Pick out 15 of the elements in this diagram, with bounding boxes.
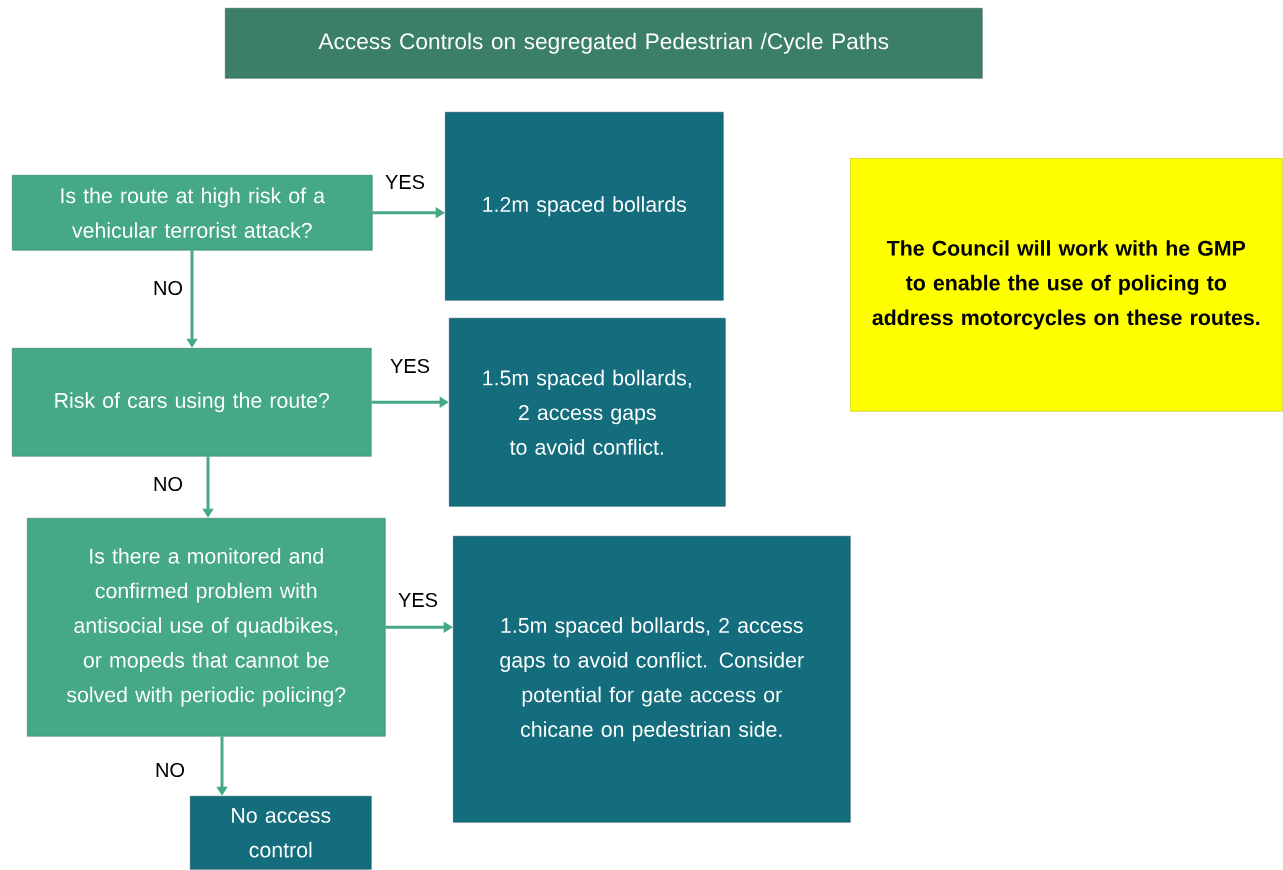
outcome-box: 1.2m spaced bollards	[445, 112, 724, 301]
title-box: Access Controls on segregated Pedestrian /Cycle Paths	[225, 8, 983, 79]
edge-label: NO	[151, 279, 185, 297]
edge-label: YES	[383, 173, 427, 191]
decision-box: Is there a monitored and confirmed problem with antisocial use of quadbikes, or mopeds that cannot be solved with periodic policing?	[27, 518, 386, 737]
edge-label: YES	[388, 357, 432, 375]
outcome-box: 1.5m spaced bollards, 2 access gaps to avoid conflict. Consider potential for gate access or chicane on pedestrian side.	[453, 536, 851, 823]
decision-box: Is the route at high risk of a vehicular terrorist attack?	[12, 175, 373, 251]
edge-label: NO	[151, 475, 185, 493]
decision-box: Risk of cars using the route?	[12, 348, 372, 457]
edge-label: YES	[396, 591, 440, 609]
edge-label: NO	[153, 761, 187, 779]
outcome-box: 1.5m spaced bollards, 2 access gaps to avoid conflict.	[449, 318, 726, 507]
outcome-box: No access control	[190, 796, 372, 870]
note-box: The Council will work with he GMP to enable the use of policing to address motorcycles on these routes.	[850, 158, 1283, 412]
